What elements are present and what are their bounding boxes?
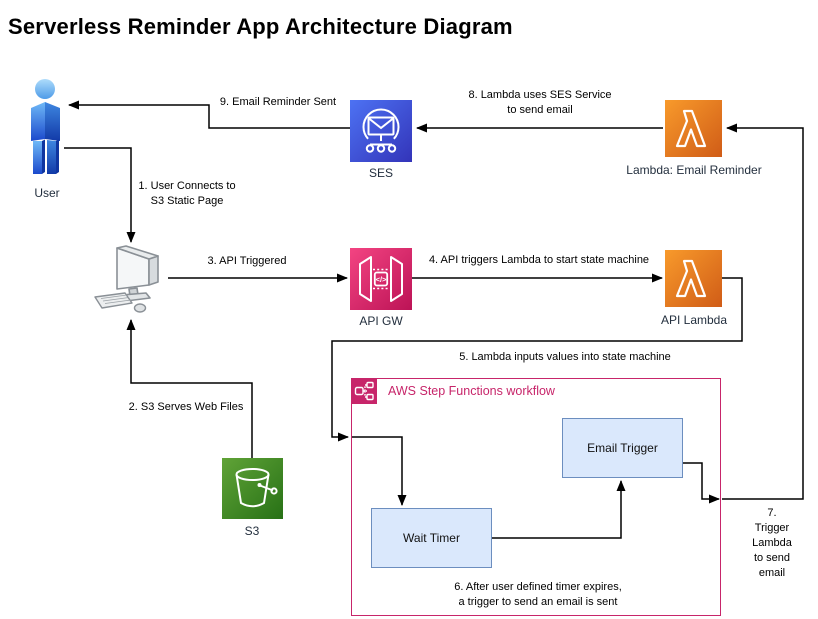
api-lambda-label: API Lambda <box>660 313 728 327</box>
svg-text:</>: </> <box>376 275 387 284</box>
edge-label-1: 1. User Connects to S3 Static Page <box>138 180 236 207</box>
edge-1-line <box>64 147 136 243</box>
edge-label-5: 5. Lambda inputs values into state machi… <box>459 351 671 363</box>
edge-wait-to-email-line <box>492 480 626 539</box>
ses-label: SES <box>368 166 394 180</box>
computer-icon <box>92 245 170 321</box>
edge-2-line <box>126 319 253 458</box>
edge-label-9: 9. Email Reminder Sent <box>219 96 337 108</box>
edge-label-4: 4. API triggers Lambda to start state ma… <box>428 254 650 266</box>
edge-5-line-b <box>351 436 407 506</box>
wait-timer-box: Wait Timer <box>371 508 492 568</box>
user-label: User <box>34 186 60 200</box>
edge-5-line-a <box>331 277 743 442</box>
edge-7-line-a <box>683 462 720 504</box>
edge-label-7: 7. Trigger Lambda to send email <box>752 507 792 579</box>
s3-icon <box>222 458 283 519</box>
edge-label-6: 6. After user defined timer expires, a t… <box>454 581 622 608</box>
edge-label-3: 3. API Triggered <box>207 255 287 267</box>
s3-label: S3 <box>244 524 260 538</box>
edge-label-8: 8. Lambda uses SES Service to send email <box>468 89 612 116</box>
ses-icon <box>350 100 412 162</box>
wait-timer-label: Wait Timer <box>403 531 460 545</box>
api-lambda-icon <box>665 250 722 307</box>
step-functions-group-box <box>351 378 721 616</box>
edge-label-2: 2. S3 Serves Web Files <box>128 401 244 413</box>
edge-9-line <box>68 100 350 129</box>
api-gateway-icon: </> <box>350 248 412 310</box>
email-trigger-label: Email Trigger <box>587 441 658 455</box>
lambda-email-reminder-label: Lambda: Email Reminder <box>626 163 762 177</box>
api-gateway-label: API GW <box>359 314 403 328</box>
edge-7-line-b <box>722 123 804 500</box>
step-functions-icon <box>351 378 377 404</box>
email-trigger-box: Email Trigger <box>562 418 683 478</box>
user-icon <box>27 78 67 180</box>
step-functions-group-label: AWS Step Functions workflow <box>388 384 555 398</box>
page-title: Serverless Reminder App Architecture Dia… <box>8 14 513 39</box>
lambda-email-reminder-icon <box>665 100 722 157</box>
